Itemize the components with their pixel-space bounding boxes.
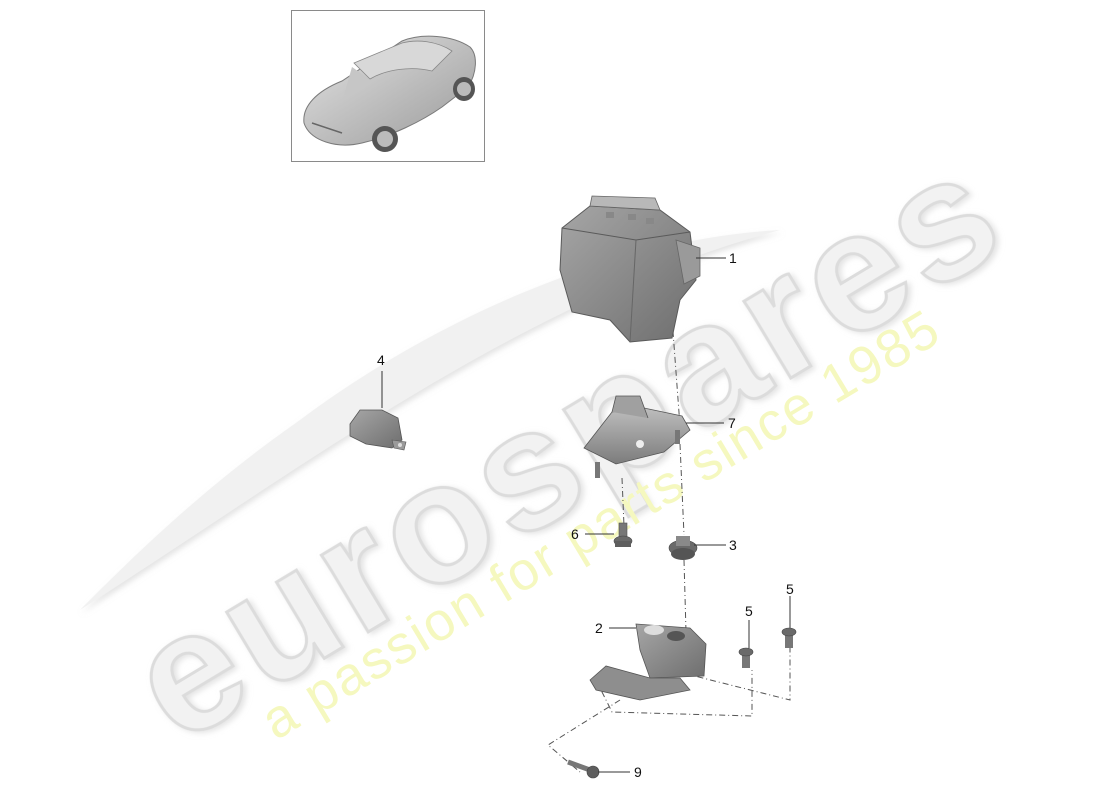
callout-7: 7	[728, 415, 736, 431]
part-9-bolt[interactable]	[567, 759, 600, 779]
vehicle-thumbnail	[291, 10, 485, 162]
part-6-bolt[interactable]	[613, 522, 633, 547]
part-5-bolt-a[interactable]	[738, 647, 754, 668]
callout-3: 3	[729, 537, 737, 553]
callout-9: 9	[634, 764, 642, 780]
part-1-hydraulic-unit[interactable]	[559, 195, 701, 343]
callout-6: 6	[571, 526, 579, 542]
callout-4: 4	[377, 352, 385, 368]
callout-5a: 5	[745, 603, 753, 619]
part-2-bracket[interactable]	[589, 623, 707, 701]
part-4-sensor[interactable]	[349, 409, 407, 451]
car-illustration	[303, 35, 476, 152]
callout-1: 1	[729, 250, 737, 266]
callout-5b: 5	[786, 581, 794, 597]
assembly-lines	[547, 317, 791, 773]
leader-lines	[381, 257, 791, 773]
part-7-mounting-bracket[interactable]	[583, 395, 691, 478]
part-5-bolt-b[interactable]	[781, 627, 797, 648]
callout-2: 2	[595, 620, 603, 636]
part-3-rubber-mount[interactable]	[668, 536, 698, 560]
